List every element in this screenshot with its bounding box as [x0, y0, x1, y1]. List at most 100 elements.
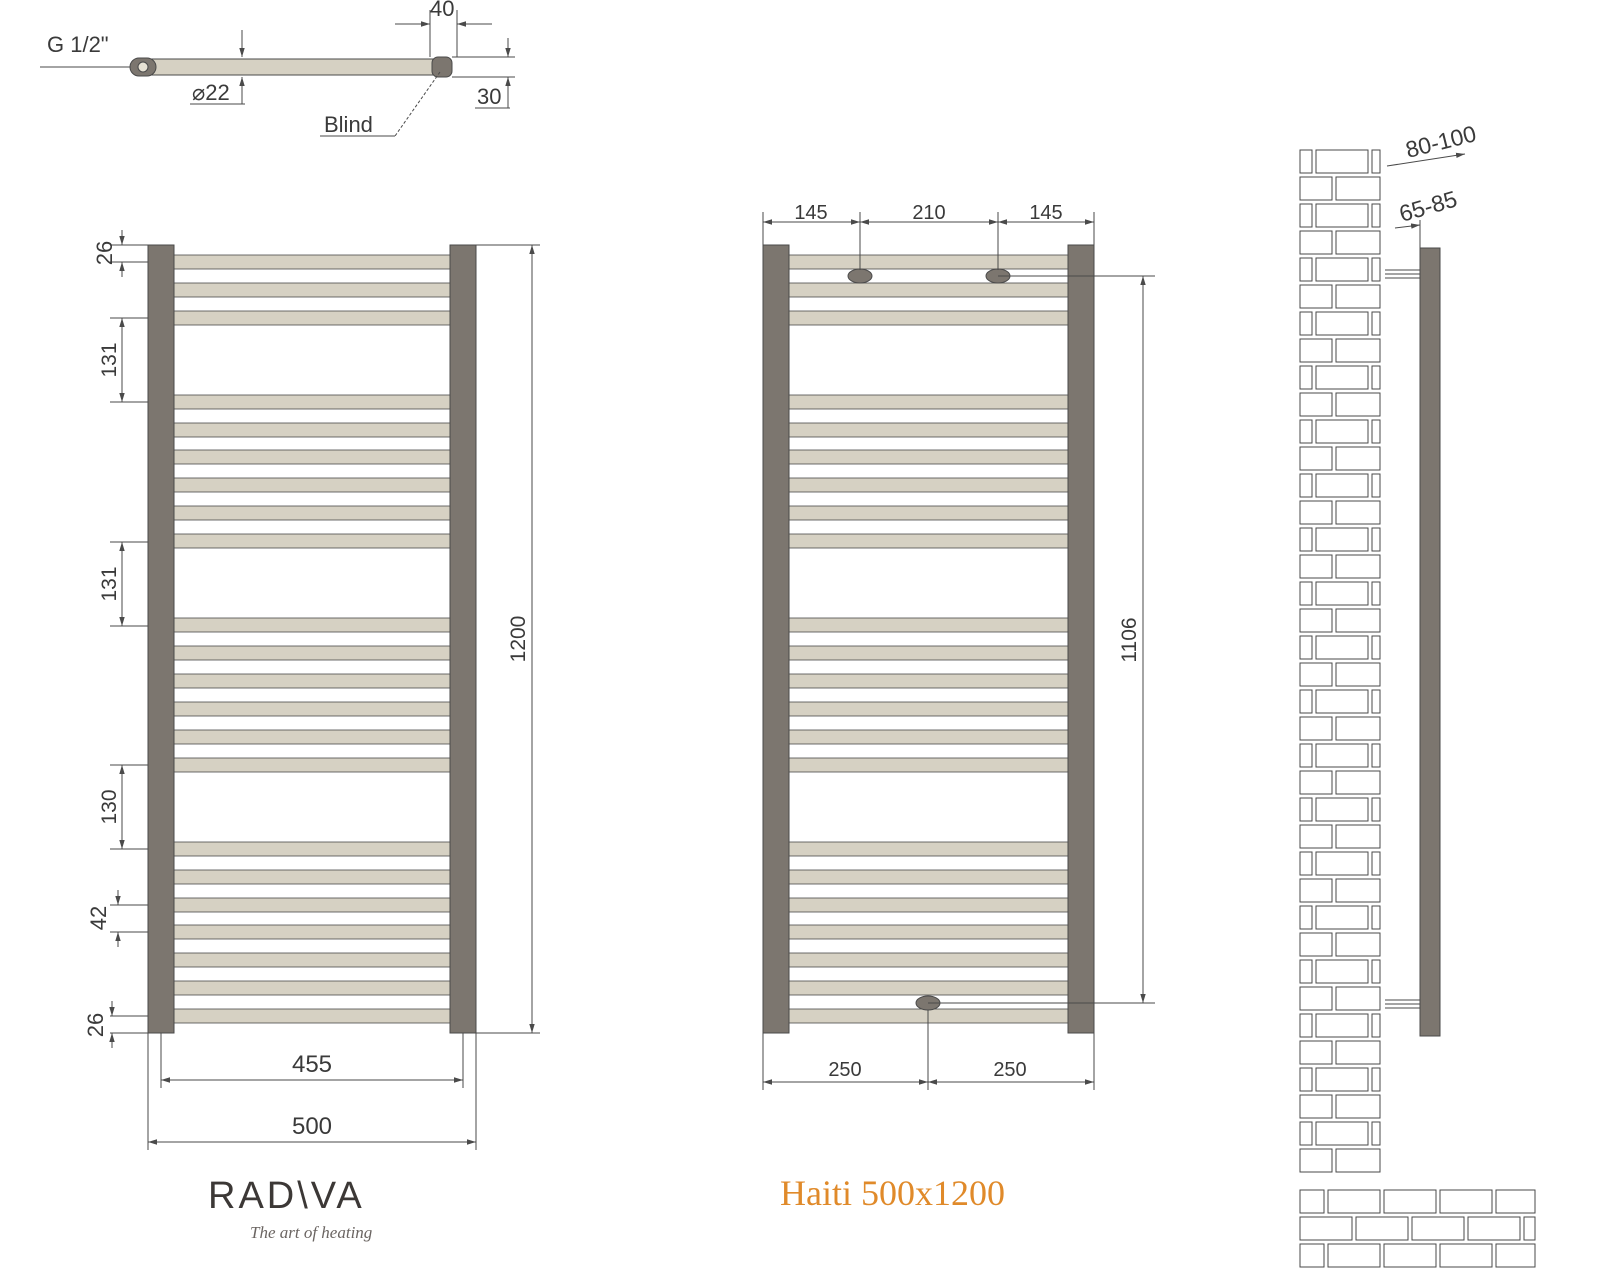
conn-left-column	[762, 244, 790, 1034]
wall-brick	[1299, 473, 1313, 498]
connection-rail	[788, 980, 1069, 996]
wall-brick	[1299, 689, 1313, 714]
front-rails	[173, 254, 451, 1024]
wall-brick	[1299, 284, 1333, 309]
wall-brick	[1299, 662, 1333, 687]
wall-brick	[1299, 149, 1313, 174]
wall-brick	[1299, 608, 1333, 633]
gap-label-1: 131	[98, 342, 121, 377]
front-view: 1200 26 131 131 130 42 26	[83, 230, 540, 1150]
wall-brick	[1371, 419, 1381, 444]
bottom-label-right: 250	[993, 1059, 1026, 1081]
floor-brick	[1439, 1243, 1493, 1268]
centre-distance-label: 1106	[1118, 617, 1141, 662]
wall-brick	[1335, 1040, 1381, 1065]
wall-brick	[1299, 797, 1313, 822]
wall-brick	[1335, 986, 1381, 1011]
wall-brick	[1315, 1121, 1369, 1146]
right-column	[449, 244, 477, 1034]
wall-brick	[1299, 311, 1313, 336]
wall-brick	[1315, 689, 1369, 714]
wall-brick	[1371, 1067, 1381, 1092]
front-rail	[173, 617, 451, 633]
wall-brick	[1335, 662, 1381, 687]
connection-rail	[788, 449, 1069, 465]
front-rail	[173, 869, 451, 885]
left-column	[147, 244, 175, 1034]
wall-brick	[1335, 284, 1381, 309]
top-label-middle: 210	[912, 202, 945, 224]
wall-offset-label: 80-100	[1403, 120, 1479, 163]
wall-brick	[1371, 959, 1381, 984]
thread-label: G 1/2"	[47, 32, 109, 57]
wall-brick	[1335, 716, 1381, 741]
connection-rails	[788, 254, 1069, 1024]
top-gap-label: 26	[92, 241, 117, 265]
brand-tagline: The art of heating	[250, 1223, 373, 1242]
wall-brick	[1299, 932, 1333, 957]
wall-brick	[1335, 500, 1381, 525]
pipe-body	[137, 58, 441, 76]
connection-rail	[788, 282, 1069, 298]
wall-brick	[1299, 1148, 1333, 1173]
connection-rail	[788, 422, 1069, 438]
wall-brick	[1335, 1148, 1381, 1173]
wall-brick	[1371, 581, 1381, 606]
front-rail	[173, 924, 451, 940]
connection-rail	[788, 729, 1069, 745]
wall-brick	[1299, 878, 1333, 903]
wall-brick	[1335, 230, 1381, 255]
wall-brick	[1299, 527, 1313, 552]
connection-rail	[788, 924, 1069, 940]
front-rail	[173, 394, 451, 410]
wall-brick	[1315, 959, 1369, 984]
wall-brick	[1315, 419, 1369, 444]
model-title: Haiti 500x1200	[780, 1173, 1005, 1213]
front-rail	[173, 897, 451, 913]
connection-rail	[788, 477, 1069, 493]
floor-brick	[1327, 1189, 1381, 1214]
brick-wall	[1299, 149, 1381, 1173]
wall-brick	[1371, 1013, 1381, 1038]
wall-brick	[1315, 311, 1369, 336]
wall-brick	[1335, 1094, 1381, 1119]
wall-brick	[1371, 905, 1381, 930]
wall-brick	[1299, 1013, 1313, 1038]
wall-brick	[1315, 149, 1369, 174]
brand-name: RAD\VA	[208, 1175, 365, 1217]
connection-rail	[788, 254, 1069, 270]
wall-brick	[1299, 554, 1333, 579]
wall-brick	[1335, 608, 1381, 633]
wall-brick	[1315, 1067, 1369, 1092]
height-dim-label: 1200	[507, 616, 530, 663]
wall-brick	[1335, 392, 1381, 417]
wall-brick	[1335, 338, 1381, 363]
inner-width-label: 455	[292, 1051, 332, 1078]
front-rail	[173, 505, 451, 521]
wall-brick	[1299, 338, 1333, 363]
wall-brick	[1299, 203, 1313, 228]
pitch-label: 42	[86, 906, 111, 930]
wall-brick	[1299, 851, 1313, 876]
bottom-gap-label: 26	[83, 1013, 108, 1037]
connection-rail	[788, 757, 1069, 773]
wall-brick	[1299, 1121, 1313, 1146]
wall-brick	[1299, 446, 1333, 471]
wall-brick	[1315, 527, 1369, 552]
floor-brick	[1299, 1216, 1353, 1241]
wall-brick	[1335, 824, 1381, 849]
front-rail	[173, 980, 451, 996]
floor-brick	[1299, 1243, 1325, 1268]
wall-brick	[1315, 635, 1369, 660]
outer-width-label: 500	[292, 1113, 332, 1140]
top-label-right: 145	[1029, 202, 1062, 224]
wall-brick	[1315, 581, 1369, 606]
connection-rail	[788, 701, 1069, 717]
width-label: 40	[430, 0, 454, 21]
gap-label-2: 131	[98, 566, 121, 601]
connection-rail	[788, 673, 1069, 689]
front-rail	[173, 422, 451, 438]
wall-brick	[1299, 743, 1313, 768]
top-label-left: 145	[794, 202, 827, 224]
